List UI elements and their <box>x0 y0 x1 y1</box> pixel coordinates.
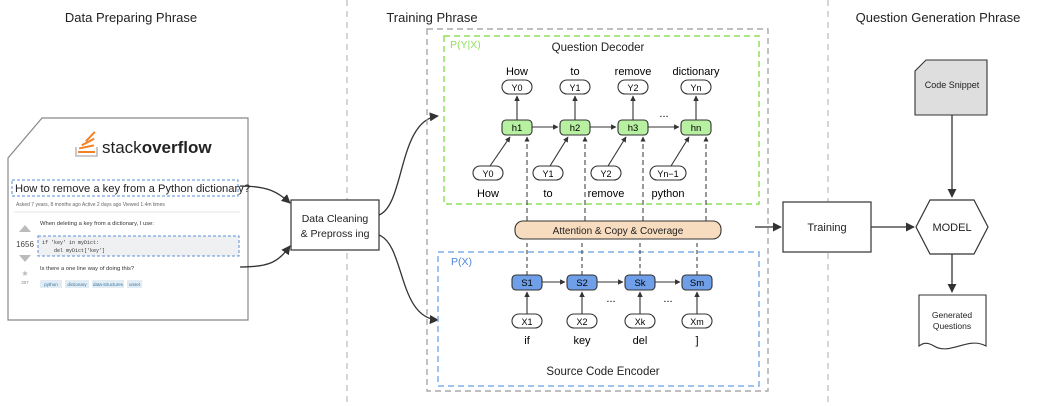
question-followup: Is there a one line way of doing this? <box>40 266 135 272</box>
encoder-frame <box>437 251 760 387</box>
phase-title-data-prep: Data Preparing Phrase <box>65 10 197 25</box>
decoder-input-tokens <box>472 165 687 181</box>
decoder-input-arrows <box>489 136 690 167</box>
encoder-context-lines <box>526 240 698 275</box>
encoder-input-word: key <box>573 335 591 347</box>
decoder-input-token: Y0 <box>482 169 493 179</box>
data-cleaning-label-2: & Prepross ing <box>301 228 370 240</box>
code-snippet-shape <box>914 59 988 116</box>
encoder-state-label: S1 <box>521 278 533 289</box>
decoder-input-token: Yn−1 <box>657 169 678 179</box>
decoder-input-word: remove <box>588 188 625 200</box>
decoder-output-word: remove <box>615 66 652 78</box>
encoder-ellipsis: ... <box>663 293 672 305</box>
decoder-input-word: python <box>651 188 684 200</box>
tag-unset[interactable]: unset <box>129 282 141 287</box>
arrow-cleaning-to-decoder <box>378 112 439 216</box>
attention-label: Attention & Copy & Coverage <box>553 226 684 237</box>
encoder-input-word: ] <box>695 335 698 347</box>
decoder-hidden-label: h1 <box>512 123 523 134</box>
training-label: Training <box>807 222 846 234</box>
decoder-hidden-label: h2 <box>570 123 581 134</box>
encoder-state-label: S2 <box>576 278 588 289</box>
decoder-output-token: Yn <box>690 83 701 93</box>
encoder-state-label: Sm <box>690 278 704 289</box>
logo-stack: stack <box>102 138 142 157</box>
code-line-1: if 'key' in myDict: <box>42 240 99 246</box>
decoder-context-arrows <box>524 136 709 221</box>
encoder-input-token: X2 <box>576 317 587 327</box>
decoder-output-token: Y1 <box>569 83 580 93</box>
attention-box <box>514 220 722 240</box>
logo-overflow: overflow <box>142 138 213 157</box>
encoder-state-label: Sk <box>634 278 645 289</box>
decoder-input-word: How <box>477 188 499 200</box>
tag-data-structures[interactable]: data-structures <box>93 282 124 287</box>
encoder-input-word: if <box>524 335 530 347</box>
stackoverflow-card: stackoverflow How to remove a key from a… <box>7 117 250 321</box>
question-meta: Asked 7 years, 8 months ago Active 2 day… <box>16 202 165 208</box>
decoder-output-tokens <box>501 79 712 95</box>
decoder-prob-label: P(Y|X) <box>450 39 481 51</box>
training-box <box>782 201 872 253</box>
question-body: When deleting a key from a dictionary, I… <box>40 221 154 227</box>
vote-count: 1656 <box>16 240 34 249</box>
model-label: MODEL <box>932 222 971 234</box>
encoder-ellipsis: ... <box>606 293 615 305</box>
encoder-title: Source Code Encoder <box>546 366 659 378</box>
decoder-frame <box>443 35 760 205</box>
decoder-hidden-label: hn <box>691 123 702 134</box>
phase-title-question-gen: Question Generation Phrase <box>856 10 1021 25</box>
decoder-output-token: Y2 <box>627 83 638 93</box>
data-cleaning-label-1: Data Cleaning <box>302 213 369 225</box>
tag-python[interactable]: python <box>44 282 58 287</box>
decoder-input-token: Y2 <box>600 169 611 179</box>
tag-dictionary[interactable]: dictionary <box>67 282 87 287</box>
favorite-count: 307 <box>21 280 29 285</box>
encoder-input-word: del <box>633 335 648 347</box>
decoder-input-word: to <box>543 188 552 200</box>
encoder-input-token: Xm <box>690 317 704 327</box>
generated-label-2: Questions <box>933 321 971 331</box>
arrow-title-to-cleaning <box>239 185 291 204</box>
decoder-hidden-states <box>501 119 712 136</box>
tag-list: python dictionary data-structures unset <box>40 280 142 288</box>
encoder-prob-label: P(X) <box>451 256 472 268</box>
generated-questions-document <box>918 294 987 350</box>
encoder-states <box>511 274 713 291</box>
decoder-hidden-label: h3 <box>628 123 639 134</box>
encoder-input-arrows <box>524 291 700 314</box>
decoder-output-word: dictionary <box>672 66 720 78</box>
code-block <box>37 235 240 257</box>
code-line-2: del myDict['key'] <box>42 248 105 254</box>
decoder-input-token: Y1 <box>542 169 553 179</box>
arrow-cleaning-to-encoder <box>378 234 439 325</box>
decoder-title: Question Decoder <box>552 42 645 54</box>
decoder-output-word: to <box>570 66 579 78</box>
question-title-highlight <box>11 179 239 197</box>
svg-text:stackoverflow: stackoverflow <box>102 138 212 157</box>
decoder-output-token: Y0 <box>511 83 522 93</box>
downvote-arrow-icon[interactable] <box>19 255 31 262</box>
decoder-up-arrows <box>514 95 699 120</box>
encoder-input-tokens <box>511 313 713 329</box>
generated-label-1: Generated <box>932 310 972 320</box>
code-snippet-label: Code Snippet <box>925 80 980 90</box>
decoder-output-word: How <box>506 66 528 78</box>
stackoverflow-logo-icon <box>75 131 98 157</box>
training-frame <box>426 28 769 392</box>
arrow-code-to-cleaning <box>239 245 291 268</box>
phase-title-training: Training Phrase <box>386 10 477 25</box>
question-title[interactable]: How to remove a key from a Python dictio… <box>15 183 250 195</box>
upvote-arrow-icon[interactable] <box>19 225 31 232</box>
data-cleaning-box <box>290 199 380 251</box>
decoder-ellipsis: ... <box>659 108 668 120</box>
encoder-input-token: X1 <box>521 317 532 327</box>
encoder-input-token: Xk <box>635 317 646 327</box>
favorite-star-icon[interactable]: ★ <box>21 269 28 278</box>
model-hexagon <box>915 199 989 255</box>
